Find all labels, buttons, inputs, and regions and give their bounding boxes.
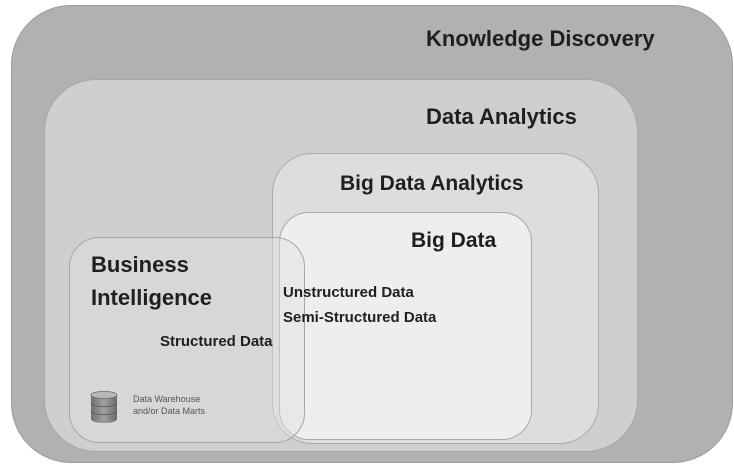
semi-structured-data-label: Semi-Structured Data bbox=[283, 309, 437, 326]
big-data-label: Big Data bbox=[411, 229, 497, 252]
unstructured-data-label: Unstructured Data bbox=[283, 284, 414, 301]
business-intelligence-label-line-2: Intelligence bbox=[91, 285, 213, 310]
data-warehouse-caption-line-1: Data Warehouse bbox=[133, 394, 201, 404]
big-data-region bbox=[279, 212, 532, 440]
business-intelligence-label-line-1: Business bbox=[91, 252, 189, 277]
data-warehouse-caption-line-2: and/or Data Marts bbox=[133, 406, 206, 416]
data-analytics-label: Data Analytics bbox=[426, 104, 577, 129]
structured-data-label: Structured Data bbox=[160, 333, 273, 350]
data-warehouse-caption: Data Warehouse and/or Data Marts bbox=[133, 393, 205, 417]
knowledge-discovery-label: Knowledge Discovery bbox=[426, 26, 655, 51]
business-intelligence-label: Business Intelligence bbox=[91, 248, 212, 314]
big-data-analytics-label: Big Data Analytics bbox=[340, 172, 524, 195]
database-icon bbox=[90, 391, 118, 423]
